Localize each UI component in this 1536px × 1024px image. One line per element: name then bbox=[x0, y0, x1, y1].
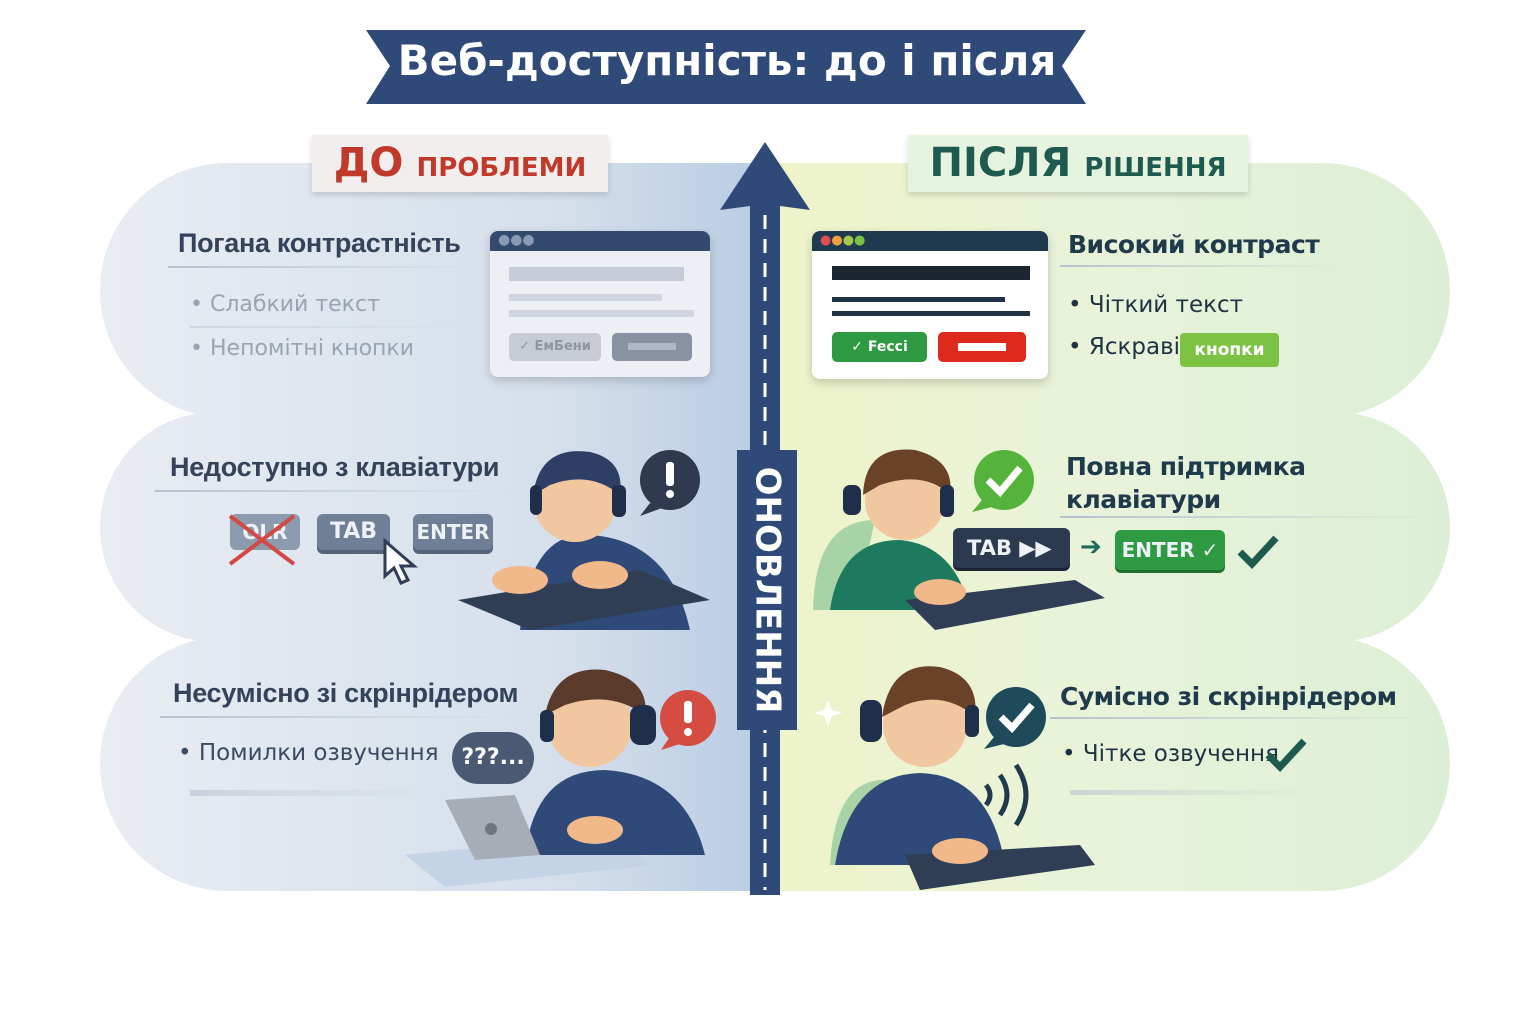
check-bubble-icon bbox=[984, 687, 1046, 749]
key-enter: ENTER bbox=[413, 514, 493, 550]
low-contrast-window: ●●● ✓ ЕмБени bbox=[490, 231, 710, 377]
alert-bubble-icon bbox=[660, 690, 716, 750]
key-tab-active: TAB ▶▶ bbox=[953, 528, 1070, 568]
title-ribbon bbox=[366, 30, 1086, 104]
alert-bubble-icon bbox=[640, 450, 700, 516]
after-label-small: РІШЕННЯ bbox=[1084, 153, 1227, 183]
after-heading-contrast: Високий контраст bbox=[1068, 230, 1320, 259]
happy-user-illustration bbox=[813, 449, 1105, 630]
upgrade-arrow-icon bbox=[720, 142, 810, 895]
center-label: ОНОВЛЕННЯ bbox=[747, 466, 788, 714]
confused-user-illustration bbox=[405, 669, 705, 887]
high-contrast-window: ●●●● ✓ Fecci bbox=[812, 231, 1048, 379]
cursor-icon bbox=[383, 538, 419, 585]
frustrated-user-illustration bbox=[458, 451, 710, 630]
key-tab: TAB bbox=[317, 514, 390, 550]
page-title: Веб-доступність: до і після bbox=[397, 36, 1057, 85]
sound-waves-icon bbox=[983, 763, 1029, 827]
before-heading-contrast: Погана контрастність bbox=[178, 228, 461, 258]
faint-button: ✓ ЕмБени bbox=[509, 333, 601, 361]
before-bullet: • Слабкий текст bbox=[190, 292, 380, 317]
cross-icon bbox=[228, 514, 296, 566]
after-label-big: ПІСЛЯ bbox=[929, 140, 1072, 186]
after-bullet: • Яскраві bbox=[1068, 334, 1181, 360]
key-enter-active: ENTER ✓ bbox=[1115, 530, 1225, 570]
confused-speech-bubble: ???... bbox=[452, 732, 534, 784]
before-label-big: ДО bbox=[333, 140, 404, 186]
checkmark-icon bbox=[1237, 535, 1279, 570]
checkmark-icon bbox=[1265, 738, 1307, 773]
before-heading-screenreader: Несумісно зі скрінрідером bbox=[173, 678, 519, 708]
clear-button: ✓ Fecci bbox=[832, 332, 927, 362]
before-label-small: ПРОБЛЕМИ bbox=[416, 153, 587, 183]
after-label: ПІСЛЯ РІШЕННЯ bbox=[908, 135, 1248, 192]
after-bullet: • Чіткий текст bbox=[1068, 292, 1244, 318]
after-heading-screenreader: Сумісно зі скрінрідером bbox=[1060, 682, 1397, 711]
before-label: ДО ПРОБЛЕМИ bbox=[312, 135, 608, 192]
bright-buttons-badge: кнопки bbox=[1180, 333, 1279, 367]
arrow-right-icon: ➔ bbox=[1080, 532, 1102, 562]
check-bubble-icon bbox=[972, 450, 1034, 512]
before-bullet: • Помилки озвучення bbox=[178, 740, 439, 766]
before-heading-keyboard: Недоступно з клавіатури bbox=[170, 452, 500, 482]
after-bullet: • Чітке озвучення bbox=[1062, 741, 1279, 767]
satisfied-user-illustration bbox=[814, 666, 1095, 890]
before-bullet: • Непомітні кнопки bbox=[190, 336, 415, 361]
